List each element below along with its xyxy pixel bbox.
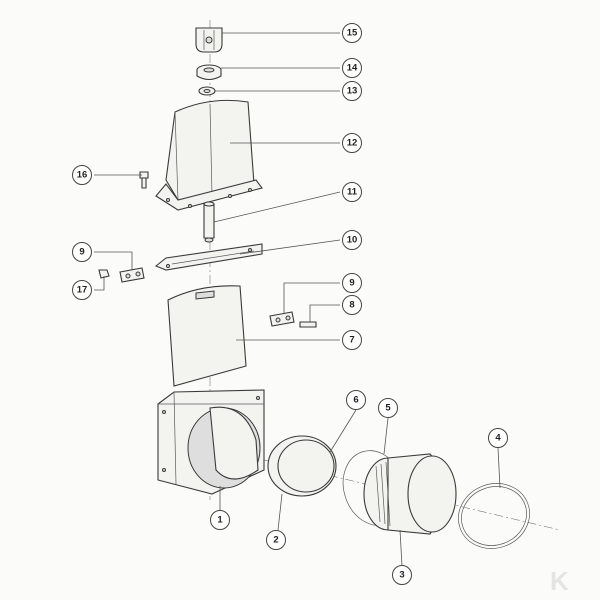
svg-text:9: 9 <box>349 278 354 289</box>
svg-text:8: 8 <box>349 300 354 311</box>
svg-text:3: 3 <box>399 570 404 581</box>
leader-2 <box>277 493 283 531</box>
svg-text:7: 7 <box>349 335 354 346</box>
part-9-guide-left <box>119 267 145 283</box>
callout-14: 14 <box>342 58 362 78</box>
part-14-nut <box>196 64 222 81</box>
leader-17 <box>94 276 105 291</box>
brand-logo: K <box>550 566 569 596</box>
leader-5 <box>383 417 389 455</box>
callout-10: 10 <box>342 230 362 250</box>
callout-12: 12 <box>342 133 362 153</box>
part-7-gate-blade <box>167 285 247 387</box>
svg-text:17: 17 <box>77 285 88 296</box>
callout-6: 6 <box>346 390 366 410</box>
part-3-threaded-sleeve <box>363 453 457 535</box>
svg-text:5: 5 <box>385 403 391 414</box>
svg-text:13: 13 <box>347 86 358 97</box>
callout-2: 2 <box>266 530 286 550</box>
svg-text:15: 15 <box>347 28 358 39</box>
callout-16: 16 <box>72 165 92 185</box>
part-2-ring <box>267 435 337 497</box>
svg-text:12: 12 <box>347 138 358 149</box>
svg-text:16: 16 <box>77 170 88 181</box>
callout-4: 4 <box>488 428 508 448</box>
callout-13: 13 <box>342 81 362 101</box>
leader-8 <box>309 304 340 322</box>
leader-9-left <box>94 251 133 270</box>
leader-6 <box>329 409 357 453</box>
callout-11: 11 <box>342 182 362 202</box>
svg-text:4: 4 <box>495 433 501 444</box>
callout-8: 8 <box>342 295 362 315</box>
callout-3: 3 <box>392 565 412 585</box>
callout-15: 15 <box>342 23 362 43</box>
svg-text:K: K <box>550 566 569 596</box>
callout-1: 1 <box>210 510 230 530</box>
part-16-bolt <box>139 171 149 189</box>
leader-11 <box>213 191 341 223</box>
svg-text:2: 2 <box>273 535 278 546</box>
svg-text:6: 6 <box>353 395 358 406</box>
callout-17: 17 <box>72 280 92 300</box>
leader-4 <box>497 447 501 489</box>
part-13-washer <box>198 86 216 96</box>
part-12-bonnet <box>155 99 263 211</box>
part-9-guide-right <box>269 311 295 327</box>
callout-7: 7 <box>342 330 362 350</box>
svg-text:14: 14 <box>347 63 358 74</box>
part-4-large-o-ring <box>458 483 530 549</box>
part-1-valve-body <box>157 389 265 495</box>
callout-9-right: 9 <box>342 273 362 293</box>
part-17-nut <box>98 269 110 279</box>
svg-text:11: 11 <box>347 187 358 198</box>
leader-9-right <box>283 282 340 314</box>
part-15-clevis <box>195 27 223 53</box>
svg-text:9: 9 <box>79 247 84 258</box>
leader-3 <box>399 529 403 567</box>
part-10-gasket <box>154 243 263 271</box>
svg-text:1: 1 <box>217 515 223 526</box>
callout-9-left: 9 <box>72 242 92 262</box>
svg-text:10: 10 <box>347 235 358 246</box>
callout-5: 5 <box>378 398 398 418</box>
part-8-screw <box>299 321 317 328</box>
part-11-stem <box>203 201 215 243</box>
leader-10 <box>239 239 341 255</box>
